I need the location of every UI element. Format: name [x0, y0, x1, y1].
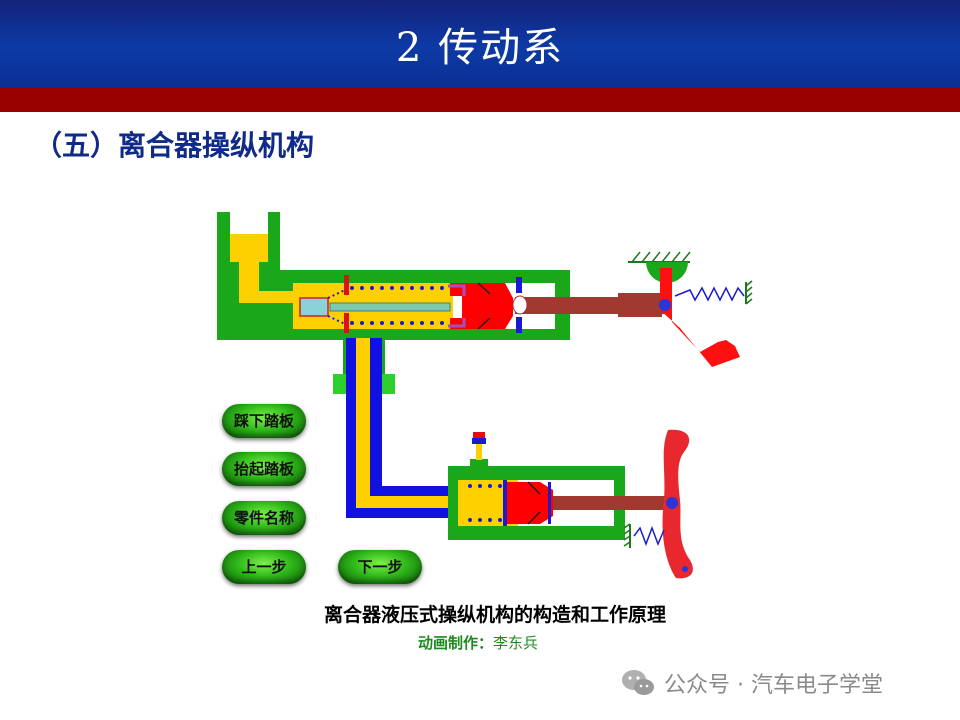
credit-prefix: 动画制作： — [418, 634, 494, 652]
header-bar — [0, 0, 960, 88]
animation-credit: 动画制作：李东兵 — [418, 632, 538, 653]
master-cylinder — [217, 212, 570, 340]
slave-cylinder — [448, 432, 673, 540]
section-title: （五）离合器操纵机构 — [34, 129, 315, 162]
wechat-icon — [622, 670, 654, 695]
master-return-spring — [350, 286, 444, 325]
release-pedal-button[interactable]: 抬起踏板 — [222, 452, 306, 486]
slave-spring — [468, 484, 502, 522]
part-names-button[interactable]: 零件名称 — [222, 501, 306, 535]
watermark-text: 公众号 · 汽车电子学堂 — [664, 673, 883, 698]
header-stripe — [0, 88, 960, 112]
hydraulic-pipe — [333, 338, 456, 518]
release-fork — [623, 429, 693, 579]
previous-step-button[interactable]: 上一步 — [222, 550, 306, 584]
diagram-caption: 离合器液压式操纵机构的构造和工作原理 — [323, 604, 666, 626]
press-pedal-button[interactable]: 踩下踏板 — [222, 404, 306, 438]
page-title: 2 传动系 — [395, 25, 565, 71]
next-step-button[interactable]: 下一步 — [338, 550, 422, 584]
master-push-rod — [512, 293, 665, 317]
credit-name: 李东兵 — [493, 634, 539, 652]
clutch-pedal — [628, 251, 753, 367]
